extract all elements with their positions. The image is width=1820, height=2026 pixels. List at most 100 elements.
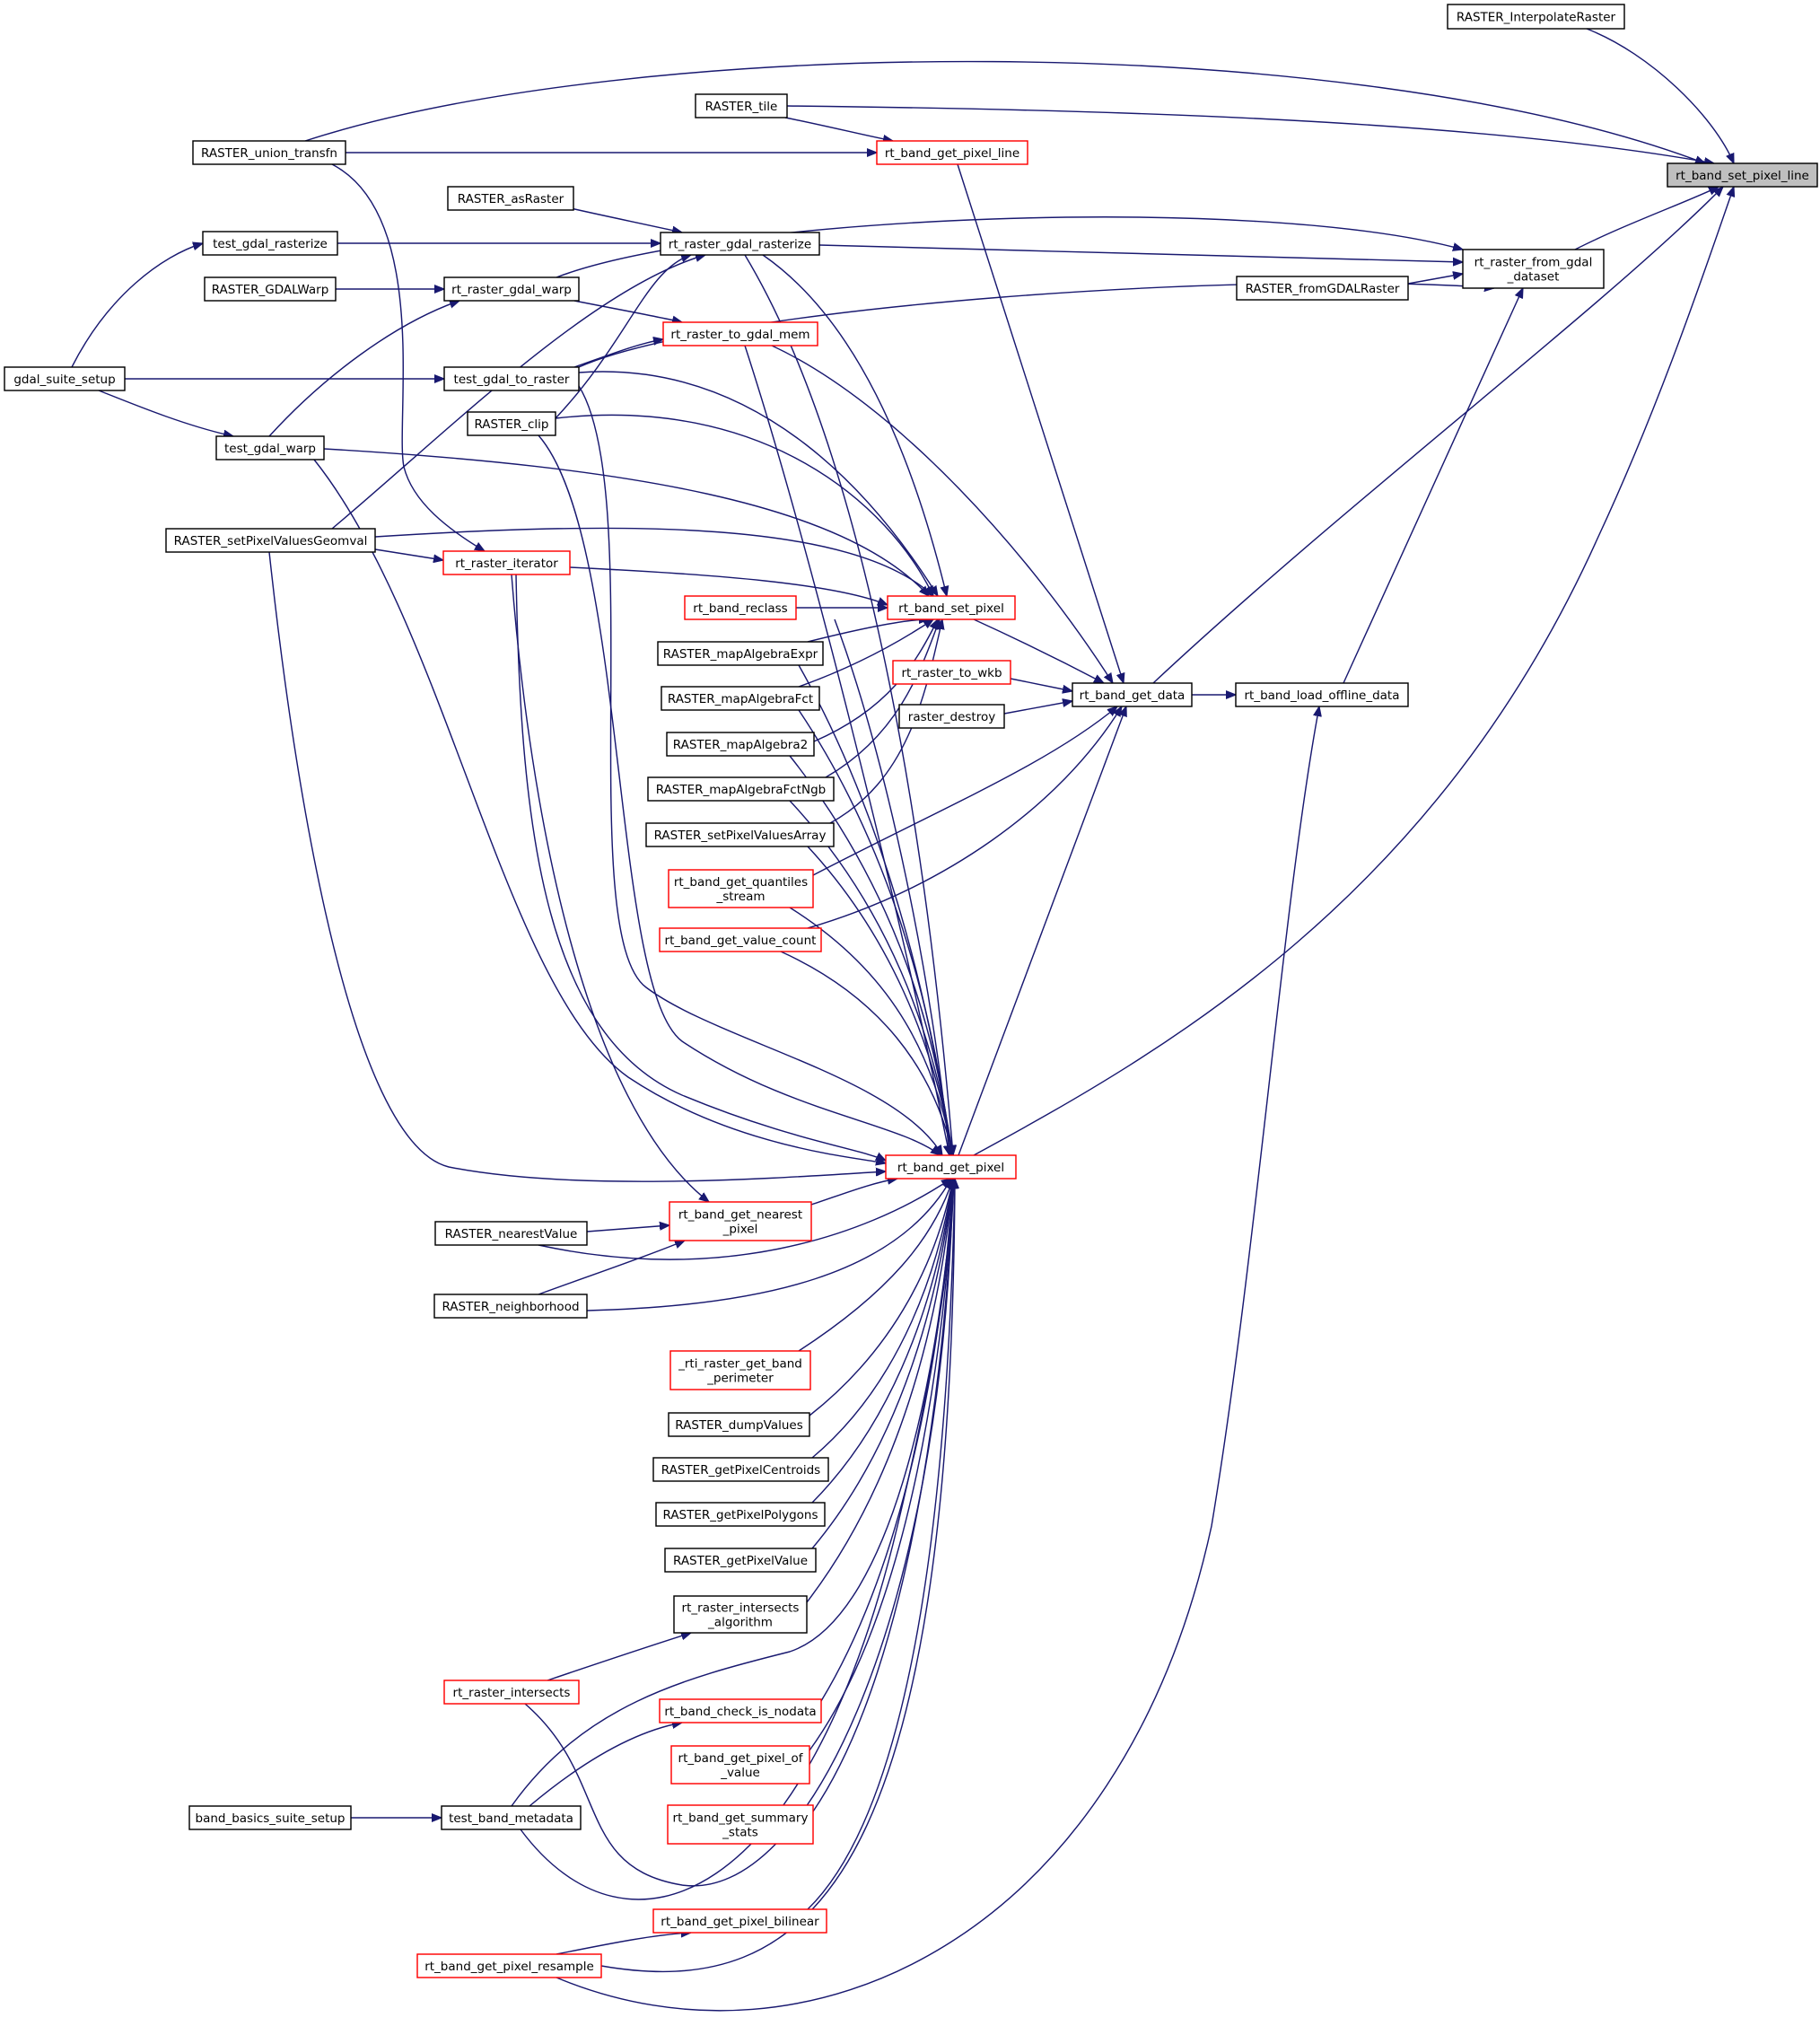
edge-rt_raster_gdal_rasterize-to-rt_raster_from_gdal_dataset — [818, 244, 1463, 262]
node-box — [1235, 682, 1409, 707]
edge-RASTER_getPixelValue-to-rt_band_get_pixel — [811, 1179, 953, 1549]
edge-rt_band_get_value_count-to-rt_band_get_pixel — [780, 951, 953, 1155]
edge-RASTER_asRaster-to-rt_raster_gdal_rasterize — [570, 207, 682, 232]
node-rt_band_set_pixel_line[interactable]: rt_band_set_pixel_line — [1667, 162, 1818, 188]
node-label: RASTER_getPixelCentroids — [661, 1463, 820, 1478]
node-RASTER_getPixelPolygons[interactable]: RASTER_getPixelPolygons — [655, 1502, 826, 1527]
node-RASTER_tile[interactable]: RASTER_tile — [695, 93, 788, 118]
node-test_gdal_rasterize[interactable]: test_gdal_rasterize — [202, 231, 338, 256]
node-rt_raster_gdal_warp[interactable]: rt_raster_gdal_warp — [443, 276, 580, 302]
node-box — [188, 1805, 352, 1830]
node-rt_band_set_pixel[interactable]: rt_band_set_pixel — [887, 595, 1016, 620]
node-rt_raster_from_gdal_dataset[interactable]: rt_raster_from_gdal_dataset — [1462, 249, 1605, 289]
node-RASTER_InterpolateRaster[interactable]: RASTER_InterpolateRaster — [1447, 4, 1625, 30]
node-rt_raster_iterator[interactable]: rt_raster_iterator — [442, 550, 571, 575]
node-RASTER_neighborhood[interactable]: RASTER_neighborhood — [433, 1294, 588, 1319]
edge-RASTER_getPixelCentroids-to-rt_band_get_pixel — [811, 1179, 953, 1459]
node-label: RASTER_mapAlgebraFctNgb — [656, 783, 827, 797]
node-label: RASTER_setPixelValuesGeomval — [174, 534, 368, 548]
node-rt_band_load_offline_data[interactable]: rt_band_load_offline_data — [1235, 682, 1409, 707]
edge-rt_band_get_pixel_resample-to-rt_band_load_offline_data — [556, 706, 1319, 2012]
node-RASTER_fromGDALRaster[interactable]: RASTER_fromGDALRaster — [1236, 276, 1409, 301]
node-test_band_metadata[interactable]: test_band_metadata — [441, 1805, 582, 1830]
node-rt_band_get_value_count[interactable]: rt_band_get_value_count — [659, 927, 822, 952]
node-box — [652, 1457, 829, 1482]
node-label: rt_raster_intersects — [682, 1601, 800, 1616]
edge-test_gdal_to_raster-to-rt_band_set_pixel — [578, 371, 938, 596]
node-rt_band_get_pixel_of_value[interactable]: rt_band_get_pixel_of_value — [670, 1745, 810, 1785]
node-box — [684, 595, 797, 620]
node-rt_raster_to_gdal_mem[interactable]: rt_raster_to_gdal_mem — [662, 321, 818, 346]
node-label: RASTER_getPixelPolygons — [662, 1508, 818, 1522]
node-RASTER_setPixelValuesGeomval[interactable]: RASTER_setPixelValuesGeomval — [165, 528, 376, 553]
node-label: RASTER_InterpolateRaster — [1457, 11, 1616, 25]
edge-RASTER_InterpolateRaster-to-rt_band_set_pixel_line — [1586, 28, 1735, 163]
node-RASTER_setPixelValuesArray[interactable]: RASTER_setPixelValuesArray — [645, 822, 835, 847]
edge-RASTER_nearestValue-to-rt_band_get_nearest_pixel — [586, 1225, 669, 1232]
node-rt_band_check_is_nodata[interactable]: rt_band_check_is_nodata — [659, 1698, 822, 1723]
node-box — [670, 1745, 810, 1785]
node-raster_destroy[interactable]: raster_destroy — [898, 704, 1005, 729]
node-RASTER_mapAlgebraExpr[interactable]: RASTER_mapAlgebraExpr — [657, 641, 824, 666]
edge-RASTER_dumpValues-to-rt_band_get_pixel — [809, 1179, 953, 1416]
node-_rti_raster_get_band_perimeter[interactable]: _rti_raster_get_band_perimeter — [669, 1350, 811, 1390]
node-label: RASTER_mapAlgebra2 — [673, 738, 808, 752]
node-RASTER_asRaster[interactable]: RASTER_asRaster — [447, 186, 574, 211]
node-RASTER_mapAlgebra2[interactable]: RASTER_mapAlgebra2 — [666, 732, 815, 757]
node-gdal_suite_setup[interactable]: gdal_suite_setup — [4, 366, 126, 391]
node-rt_band_get_pixel_line[interactable]: rt_band_get_pixel_line — [876, 140, 1028, 165]
node-rt_band_get_pixel_resample[interactable]: rt_band_get_pixel_resample — [416, 1953, 602, 1978]
edge-test_gdal_warp-to-rt_raster_gdal_warp — [268, 301, 459, 437]
node-RASTER_mapAlgebraFct[interactable]: RASTER_mapAlgebraFct — [661, 686, 820, 711]
node-box — [668, 1412, 810, 1437]
node-rt_band_get_pixel_bilinear[interactable]: rt_band_get_pixel_bilinear — [652, 1908, 827, 1934]
edge-gdal_suite_setup-to-test_gdal_rasterize — [71, 243, 203, 368]
edge-gdal_suite_setup-to-test_gdal_warp — [98, 390, 233, 436]
node-label: rt_band_check_is_nodata — [664, 1705, 816, 1719]
node-rt_band_reclass[interactable]: rt_band_reclass — [684, 595, 797, 620]
node-label: RASTER_tile — [705, 100, 778, 114]
node-RASTER_clip[interactable]: RASTER_clip — [467, 411, 556, 436]
node-label: rt_band_get_pixel_resample — [424, 1960, 594, 1974]
edge-rt_band_get_pixel_line-to-rt_band_get_data — [957, 163, 1124, 683]
node-rt_band_get_data[interactable]: rt_band_get_data — [1072, 682, 1193, 707]
node-label: RASTER_mapAlgebraFct — [668, 692, 813, 706]
node-label: RASTER_neighborhood — [442, 1300, 579, 1314]
node-RASTER_mapAlgebraFctNgb[interactable]: RASTER_mapAlgebraFctNgb — [647, 776, 835, 802]
node-box — [659, 1698, 822, 1723]
node-rt_band_get_nearest_pixel[interactable]: rt_band_get_nearest_pixel — [669, 1201, 812, 1241]
node-RASTER_dumpValues[interactable]: RASTER_dumpValues — [668, 1412, 810, 1437]
edge-RASTER_clip-to-rt_band_get_pixel — [538, 434, 941, 1155]
edge-rt_raster_gdal_rasterize-to-rt_band_get_pixel — [744, 254, 953, 1155]
node-box — [441, 1805, 582, 1830]
node-label: rt_raster_gdal_rasterize — [669, 238, 811, 252]
node-band_basics_suite_setup[interactable]: band_basics_suite_setup — [188, 1805, 352, 1830]
node-RASTER_getPixelCentroids[interactable]: RASTER_getPixelCentroids — [652, 1457, 829, 1482]
node-RASTER_getPixelValue[interactable]: RASTER_getPixelValue — [664, 1548, 817, 1573]
node-label: rt_band_get_summary — [673, 1811, 809, 1826]
node-RASTER_nearestValue[interactable]: RASTER_nearestValue — [434, 1221, 588, 1246]
node-label: rt_band_get_value_count — [665, 934, 817, 948]
node-label: rt_band_set_pixel — [898, 601, 1004, 616]
node-RASTER_GDALWarp[interactable]: RASTER_GDALWarp — [204, 276, 337, 302]
node-rt_raster_to_wkb[interactable]: rt_raster_to_wkb — [892, 660, 1011, 685]
node-box — [645, 822, 835, 847]
node-box — [657, 641, 824, 666]
node-rt_raster_gdal_rasterize[interactable]: rt_raster_gdal_rasterize — [660, 232, 820, 256]
node-test_gdal_warp[interactable]: test_gdal_warp — [215, 435, 325, 460]
node-rt_band_get_pixel[interactable]: rt_band_get_pixel — [885, 1154, 1017, 1180]
edge-rt_band_get_pixel_bilinear-to-rt_band_get_pixel — [807, 1179, 955, 1910]
node-label: RASTER_getPixelValue — [673, 1554, 808, 1568]
node-box — [215, 435, 325, 460]
node-rt_raster_intersects_algorithm[interactable]: rt_raster_intersects_algorithm — [673, 1595, 808, 1634]
node-label: test_gdal_warp — [224, 442, 316, 456]
node-box — [661, 686, 820, 711]
node-rt_band_get_summary_stats[interactable]: rt_band_get_summary_stats — [667, 1804, 814, 1845]
node-RASTER_union_transfn[interactable]: RASTER_union_transfn — [192, 140, 346, 165]
node-rt_raster_intersects[interactable]: rt_raster_intersects — [443, 1680, 580, 1705]
node-rt_band_get_quantiles_stream[interactable]: rt_band_get_quantiles_stream — [668, 869, 814, 908]
edge-rt_raster_from_gdal_dataset-to-rt_band_set_pixel_line — [1574, 186, 1719, 250]
node-label: RASTER_mapAlgebraExpr — [663, 647, 818, 662]
node-box — [443, 366, 580, 391]
node-test_gdal_to_raster[interactable]: test_gdal_to_raster — [443, 366, 580, 391]
